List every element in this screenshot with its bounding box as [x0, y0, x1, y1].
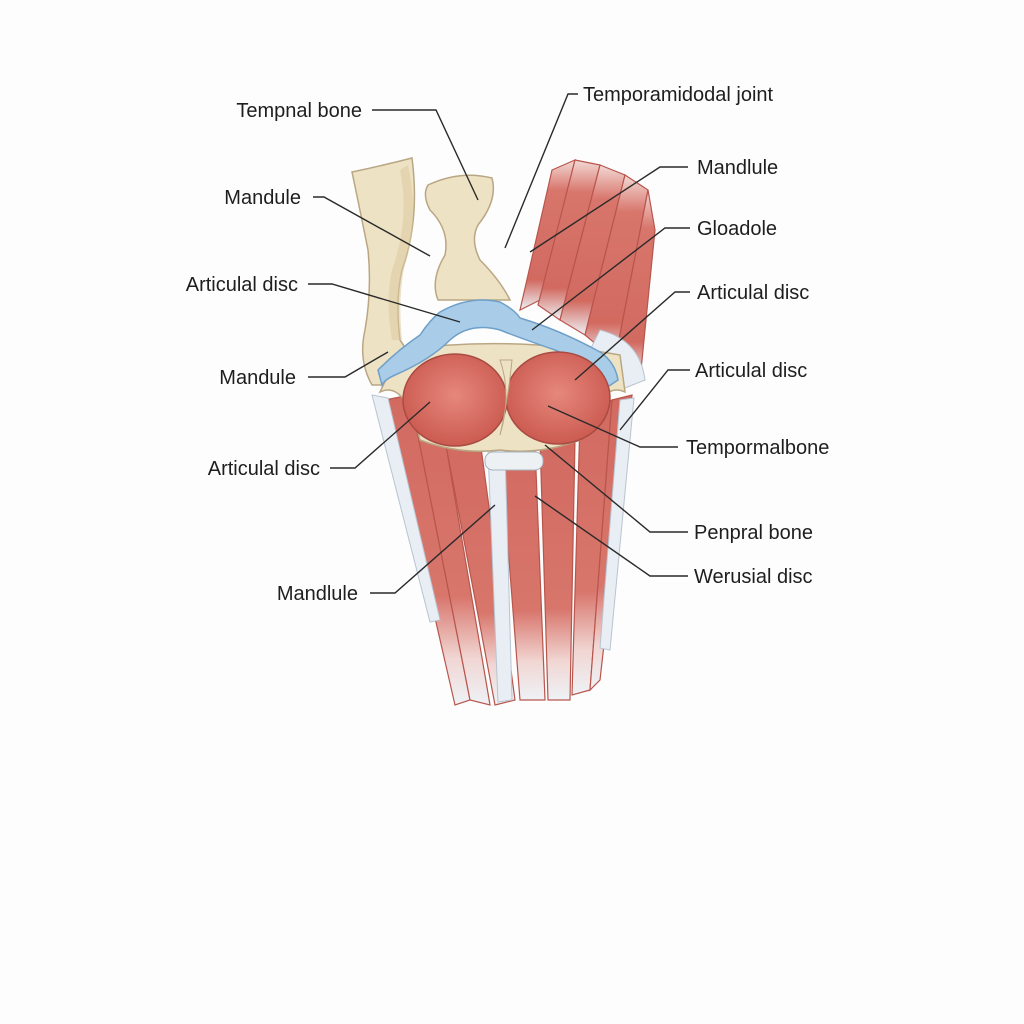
- lower-muscle-band-5: [540, 440, 575, 700]
- label-tempormalbone: Tempormalbone: [686, 437, 829, 459]
- left-condyle: [403, 354, 507, 446]
- right-condyle: [506, 352, 610, 444]
- middle-bone: [425, 175, 510, 300]
- ligament-band: [485, 452, 543, 470]
- label-articulal-disc-right-top: Articulal disc: [697, 282, 809, 304]
- label-tempnal-bone: Tempnal bone: [236, 100, 362, 122]
- label-articulal-disc-right-mid: Articulal disc: [695, 360, 807, 382]
- label-articulal-disc-left-top: Articulal disc: [186, 274, 298, 296]
- label-articulal-disc-left-low: Articulal disc: [208, 458, 320, 480]
- label-mandule-left-mid: Mandule: [219, 367, 296, 389]
- label-penpral-bone: Penpral bone: [694, 522, 813, 544]
- label-temporamidodal-joint: Temporamidodal joint: [583, 84, 774, 106]
- label-mandlule-right: Mandlule: [697, 157, 778, 179]
- label-werusial-disc: Werusial disc: [694, 566, 813, 588]
- label-mandule-left-top: Mandule: [224, 187, 301, 209]
- label-mandlule-left-low: Mandlule: [277, 583, 358, 605]
- label-gloadole: Gloadole: [697, 218, 777, 240]
